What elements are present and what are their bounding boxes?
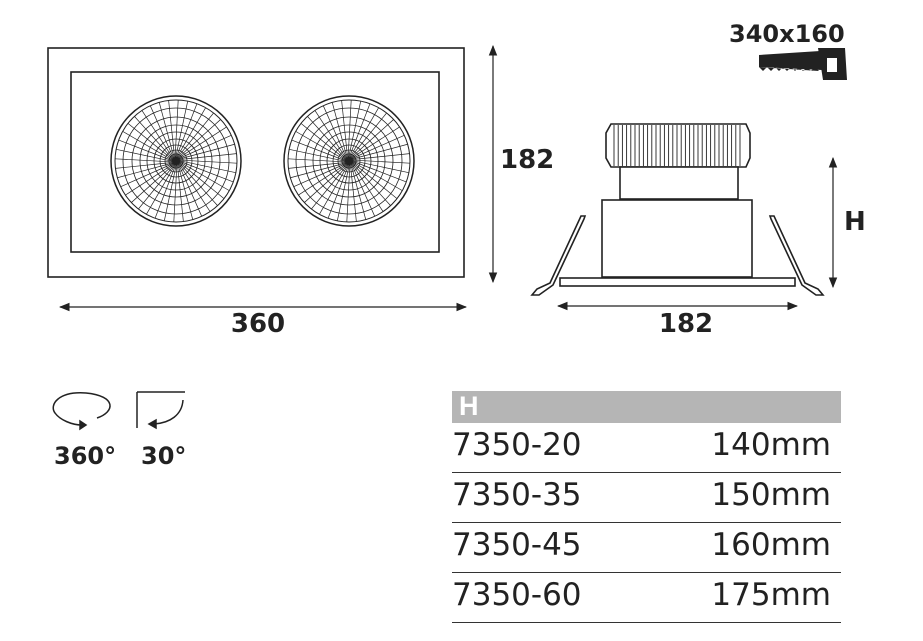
inner-frame <box>70 71 440 253</box>
tilt-label: 30° <box>141 442 186 470</box>
height-value: 140mm <box>711 427 831 463</box>
rotation-label: 360° <box>54 442 116 470</box>
saw-icon <box>759 48 847 80</box>
tilt-30-icon <box>136 391 185 430</box>
h-label: H <box>844 207 866 237</box>
table-row: 7350-20 140mm <box>452 423 841 473</box>
cutout-label: 340x160 <box>729 20 845 48</box>
top-view <box>47 47 465 278</box>
heatsink-fins <box>605 123 751 168</box>
height-value: 175mm <box>711 577 831 613</box>
model-code: 7350-45 <box>452 527 582 563</box>
outer-frame <box>47 47 465 278</box>
side-view <box>530 123 825 296</box>
heatsink-body <box>619 166 739 200</box>
spring-clip-right <box>768 215 825 296</box>
led-reflector-icon <box>110 95 242 227</box>
table-row: 7350-45 160mm <box>452 523 841 573</box>
height-value: 150mm <box>711 477 831 513</box>
side-width-label: 182 <box>659 309 713 339</box>
height-table: H 7350-20 140mm 7350-35 150mm 7350-45 16… <box>452 391 841 623</box>
model-code: 7350-20 <box>452 427 582 463</box>
table-header-label: H <box>459 391 479 421</box>
housing <box>601 199 753 278</box>
width-label: 360 <box>231 309 285 339</box>
table-row: 7350-35 150mm <box>452 473 841 523</box>
led-reflector-icon <box>283 95 415 227</box>
table-header: H <box>452 391 841 423</box>
rotate-360-icon <box>52 392 111 431</box>
flange <box>559 277 796 287</box>
model-code: 7350-60 <box>452 577 582 613</box>
spring-clip-left <box>530 215 587 296</box>
height-label: 182 <box>500 145 554 175</box>
table-row: 7350-60 175mm <box>452 573 841 623</box>
model-code: 7350-35 <box>452 477 582 513</box>
height-value: 160mm <box>711 527 831 563</box>
